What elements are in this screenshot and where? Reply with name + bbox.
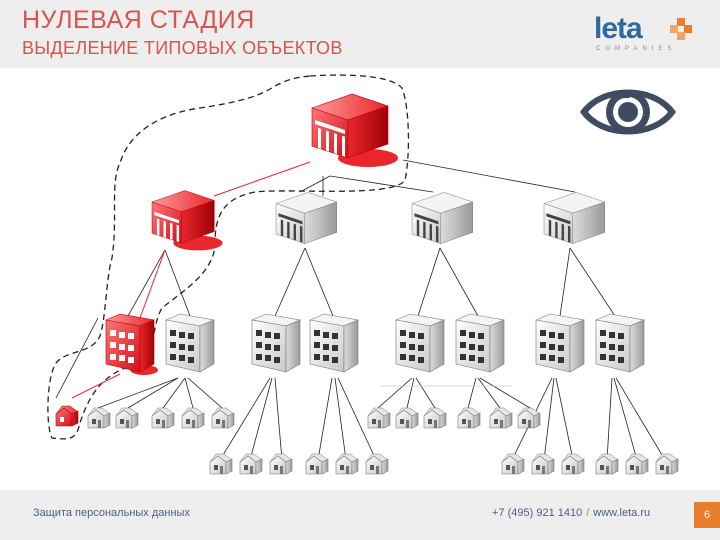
slide-footer: Защита персональных данных +7 (495) 921 … bbox=[0, 490, 720, 540]
small-office bbox=[365, 453, 389, 475]
small-office bbox=[457, 407, 481, 429]
small-office bbox=[209, 453, 233, 475]
small-office bbox=[655, 453, 679, 475]
eye-icon bbox=[580, 89, 676, 135]
slide-subtitle: ВЫДЕЛЕНИЕ ТИПОВЫХ ОБЪЕКТОВ bbox=[22, 38, 343, 58]
hierarchy-diagram bbox=[47, 74, 679, 475]
footer-contacts: +7 (495) 921 1410/www.leta.ru bbox=[492, 507, 650, 519]
small-office bbox=[595, 453, 619, 475]
small-office bbox=[151, 407, 175, 429]
office-building bbox=[251, 313, 301, 373]
small-office bbox=[87, 407, 111, 429]
highlight-connectors bbox=[71, 161, 311, 399]
footer-phone: +7 (495) 921 1410 bbox=[492, 507, 583, 519]
slide-title: НУЛЕВАЯ СТАДИЯ bbox=[22, 6, 255, 34]
small-office bbox=[489, 407, 513, 429]
small-office bbox=[517, 407, 541, 429]
small-office bbox=[239, 453, 263, 475]
small-office bbox=[367, 407, 391, 429]
logo-wordmark: leta bbox=[594, 12, 643, 45]
small-office-highlighted bbox=[55, 405, 79, 427]
company-logo: leta companies bbox=[594, 12, 704, 56]
logo-subtitle: companies bbox=[596, 46, 677, 52]
office-building bbox=[395, 313, 445, 373]
small-office bbox=[335, 453, 359, 475]
small-office bbox=[305, 453, 329, 475]
small-office bbox=[423, 407, 447, 429]
small-office bbox=[625, 453, 649, 475]
footer-separator: / bbox=[586, 507, 590, 519]
office-building-highlighted bbox=[105, 313, 159, 376]
small-office bbox=[395, 407, 419, 429]
branch-bank bbox=[275, 191, 338, 245]
connector-lines bbox=[55, 159, 666, 461]
footer-website-link[interactable]: www.leta.ru bbox=[593, 507, 651, 519]
small-office bbox=[561, 453, 585, 475]
small-office bbox=[181, 407, 205, 429]
small-office bbox=[531, 453, 555, 475]
office-building bbox=[309, 313, 359, 373]
branch-bank bbox=[411, 191, 474, 245]
footer-caption: Защита персональных данных bbox=[33, 507, 190, 519]
small-office bbox=[269, 453, 293, 475]
head-office-building-highlighted bbox=[311, 93, 399, 168]
office-building bbox=[535, 313, 585, 373]
slide-header: НУЛЕВАЯ СТАДИЯ ВЫДЕЛЕНИЕ ТИПОВЫХ ОБЪЕКТО… bbox=[0, 0, 720, 68]
logo-mark-icon bbox=[670, 18, 692, 40]
office-building bbox=[595, 313, 645, 373]
page-number: 6 bbox=[694, 502, 720, 528]
branch-bank-highlighted bbox=[151, 190, 223, 251]
small-office bbox=[501, 453, 525, 475]
small-office bbox=[211, 407, 235, 429]
office-building bbox=[455, 313, 505, 373]
small-office bbox=[115, 407, 139, 429]
office-building bbox=[165, 313, 215, 373]
branch-bank bbox=[543, 191, 606, 245]
